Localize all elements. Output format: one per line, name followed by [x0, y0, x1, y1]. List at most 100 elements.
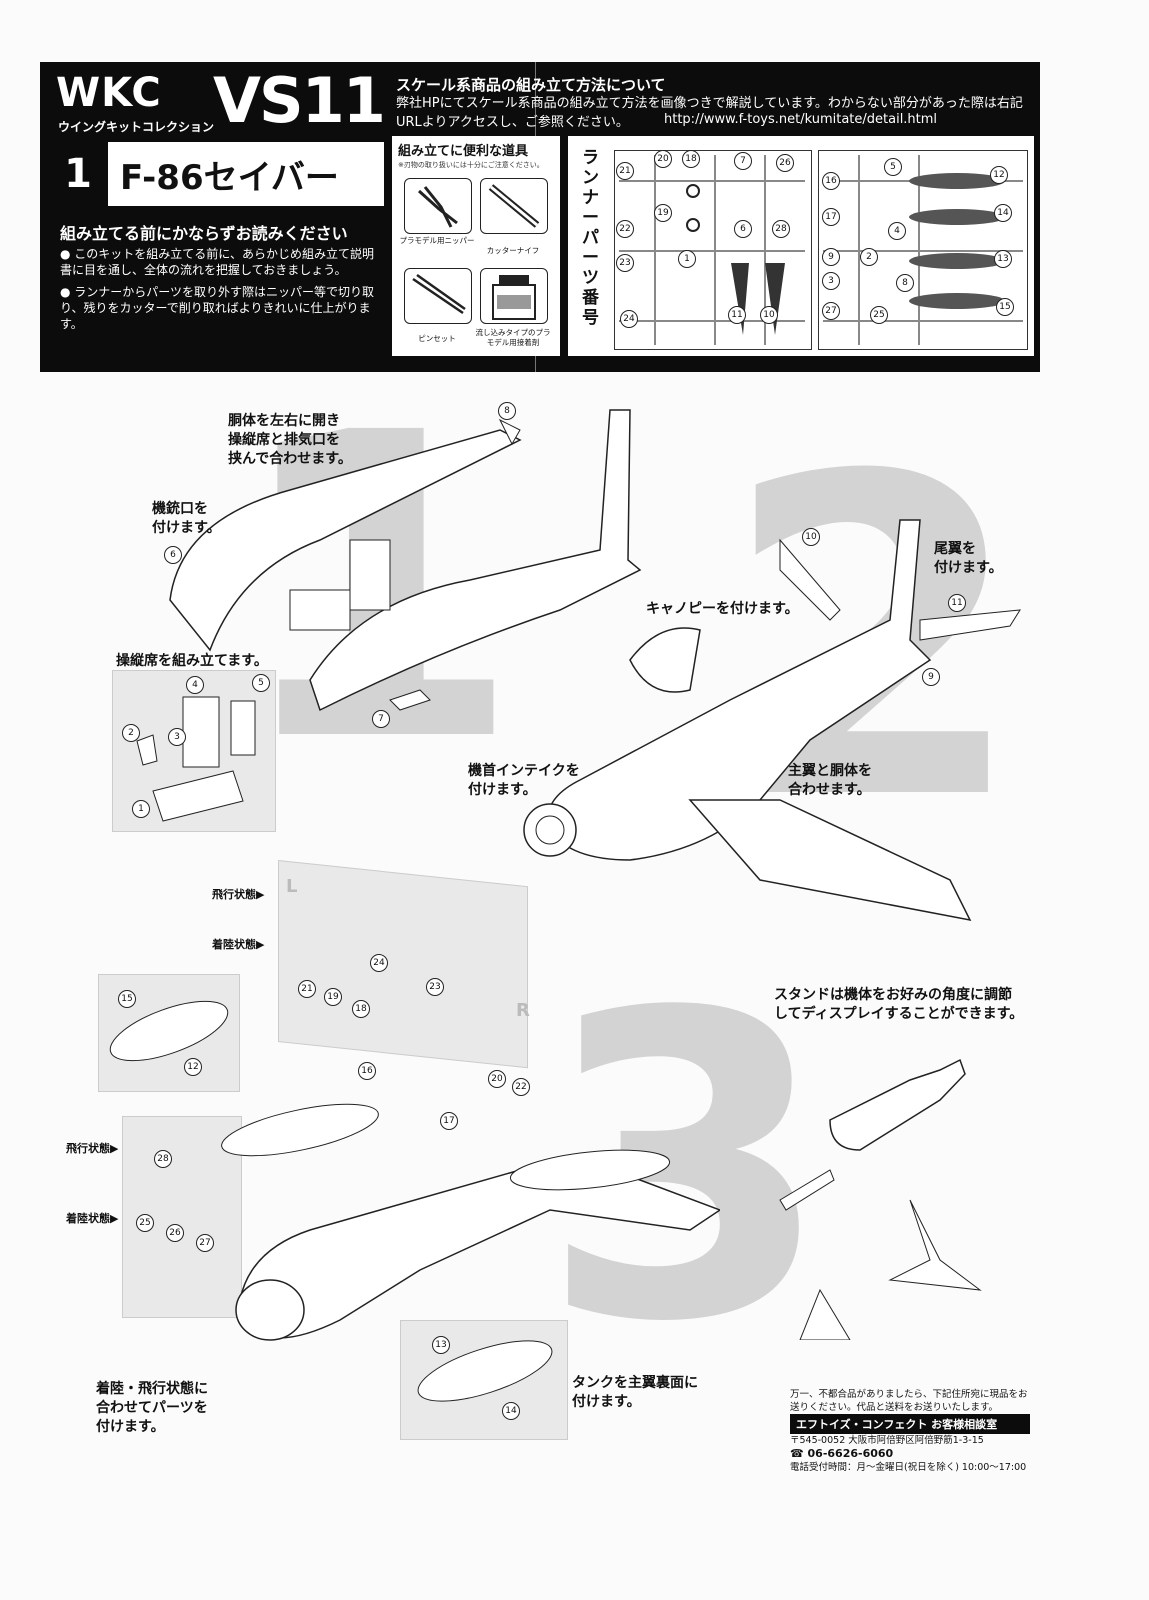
tank-drawing [417, 1340, 553, 1402]
tool-label: カッターナイフ [486, 246, 540, 255]
product-name: F-86セイバー [120, 158, 339, 198]
tank-drawing [109, 1000, 229, 1062]
contact-phone: ☎ 06-6626-6060 [790, 1447, 894, 1460]
part-number: 5 [252, 674, 270, 692]
part-number: 5 [884, 158, 902, 176]
part-number: 22 [616, 220, 634, 238]
contact-hours: 電話受付時間：月～金曜日(祝日を除く) 10:00～17:00 [790, 1462, 1027, 1473]
contact-address: 〒545-0052 大阪市阿倍野区阿倍野筋1-3-15 [790, 1435, 984, 1446]
part-number: 24 [370, 954, 388, 972]
tank-subassembly-1 [98, 974, 240, 1092]
tools-box: 組み立てに便利な道具 ※刃物の取り扱いには十分にご注意ください。 プラモデル用ニ… [392, 136, 560, 356]
product-number: 1 [48, 142, 108, 206]
tag-flight-2: 飛行状態▶ [66, 1142, 119, 1155]
part-number: 7 [734, 152, 752, 170]
part-number: 8 [498, 402, 516, 420]
read-first-title: 組み立てる前にかならずお読みください [60, 224, 348, 243]
cockpit-drawing [136, 696, 256, 822]
note-tail: 尾翼を 付けます。 [934, 541, 1003, 576]
read-first-item: ● ランナーからパーツを取り外す際はニッパー等で切り取り、残りをカッターで削り取… [60, 285, 375, 331]
part-number: 12 [184, 1058, 202, 1076]
part-number: 7 [372, 710, 390, 728]
logo-subtitle: ウイングキットコレクション [58, 120, 215, 134]
scale-title: スケール系商品の組み立て方法について [396, 76, 666, 94]
runner-left-art [619, 155, 805, 345]
tool-label: ピンセット [418, 334, 456, 343]
note-stand: スタンドは機体をお好みの角度に調節 してディスプレイすることができます。 [774, 987, 1024, 1022]
runner-right-art [823, 155, 1023, 345]
part-number: 13 [432, 1336, 450, 1354]
part-number: 11 [728, 306, 746, 324]
part-number: 22 [512, 1078, 530, 1096]
part-number: 18 [682, 150, 700, 168]
part-number: 26 [166, 1224, 184, 1242]
part-number: 21 [298, 980, 316, 998]
landing-gear-panel [278, 860, 528, 1069]
note-cockpit: 操縦席を組み立てます。 [116, 653, 268, 669]
part-number: 6 [734, 220, 752, 238]
runner-left [614, 150, 812, 350]
underside-assembly-drawing [221, 1103, 720, 1341]
label-right: R [516, 1000, 530, 1021]
cockpit-subassembly [112, 670, 276, 832]
part-number: 25 [136, 1214, 154, 1232]
part-number: 17 [440, 1112, 458, 1130]
note-intake: 機首インテイクを 付けます。 [468, 763, 580, 798]
part-number: 19 [324, 988, 342, 1006]
cutter-knife-icon [480, 178, 548, 234]
note-wing: 主翼と胴体を 合わせます。 [788, 763, 872, 798]
tool-label: 流し込みタイプのプラモデル用接着剤 [475, 328, 551, 347]
runner-title: ランナーパーツ番号 [582, 148, 599, 328]
part-number: 24 [620, 310, 638, 328]
stand-drawing [779, 1058, 982, 1340]
fuselage-assembly-drawing [169, 409, 642, 712]
tweezers-icon [404, 268, 472, 324]
part-number: 11 [948, 594, 966, 612]
part-number: 1 [132, 800, 150, 818]
part-number: 19 [654, 204, 672, 222]
part-number: 9 [922, 668, 940, 686]
tools-title: 組み立てに便利な道具 [398, 144, 529, 159]
part-number: 2 [122, 724, 140, 742]
part-number: 10 [802, 528, 820, 546]
tank-subassembly-2 [400, 1320, 568, 1440]
read-first-item: ● このキットを組み立てる前に、あらかじめ組み立て説明書に目を通し、全体の流れを… [60, 247, 374, 277]
part-number: 20 [488, 1070, 506, 1088]
part-number: 28 [154, 1150, 172, 1168]
part-number: 8 [896, 274, 914, 292]
part-number: 10 [760, 306, 778, 324]
part-number: 16 [358, 1062, 376, 1080]
note-gun: 機銃口を 付けます。 [152, 501, 221, 536]
part-number: 4 [186, 676, 204, 694]
part-number: 26 [776, 154, 794, 172]
part-number: 15 [118, 990, 136, 1008]
part-number: 3 [822, 272, 840, 290]
part-number: 4 [888, 222, 906, 240]
note-fuselage: 胴体を左右に開き 操縦席と排気口を 挟んで合わせます。 [228, 413, 352, 467]
part-number: 23 [426, 978, 444, 996]
part-number: 28 [772, 220, 790, 238]
contact-company: エフトイズ・コンフェクト お客様相談室 [790, 1414, 1030, 1434]
wing-assembly-drawing [523, 519, 1021, 922]
tools-note: ※刃物の取り扱いには十分にご注意ください。 [398, 161, 544, 169]
tag-landing: 着陸状態▶ [212, 938, 265, 951]
part-number: 12 [990, 166, 1008, 184]
read-first-box: 組み立てる前にかならずお読みください ● このキットを組み立てる前に、あらかじめ… [48, 212, 384, 332]
part-number: 1 [678, 250, 696, 268]
runner-right [818, 150, 1028, 350]
part-number: 27 [196, 1234, 214, 1252]
scale-text: 弊社HPにてスケール系商品の組み立て方法を画像つきで解説しています。わからない部… [396, 96, 1023, 130]
part-number: 20 [654, 150, 672, 168]
tool-label: プラモデル用ニッパー [399, 236, 475, 245]
part-number: 15 [996, 298, 1014, 316]
website-url[interactable]: http://www.f-toys.net/kumitate/detail.ht… [664, 112, 938, 127]
logo-wkc: WKC [56, 70, 162, 116]
part-number: 9 [822, 248, 840, 266]
logo: WKC ウイングキットコレクション VS11 [48, 64, 386, 140]
label-left: L [286, 876, 298, 897]
part-number: 3 [168, 728, 186, 746]
cement-bottle-icon [480, 268, 548, 324]
tag-flight: 飛行状態▶ [212, 888, 265, 901]
part-number: 23 [616, 254, 634, 272]
